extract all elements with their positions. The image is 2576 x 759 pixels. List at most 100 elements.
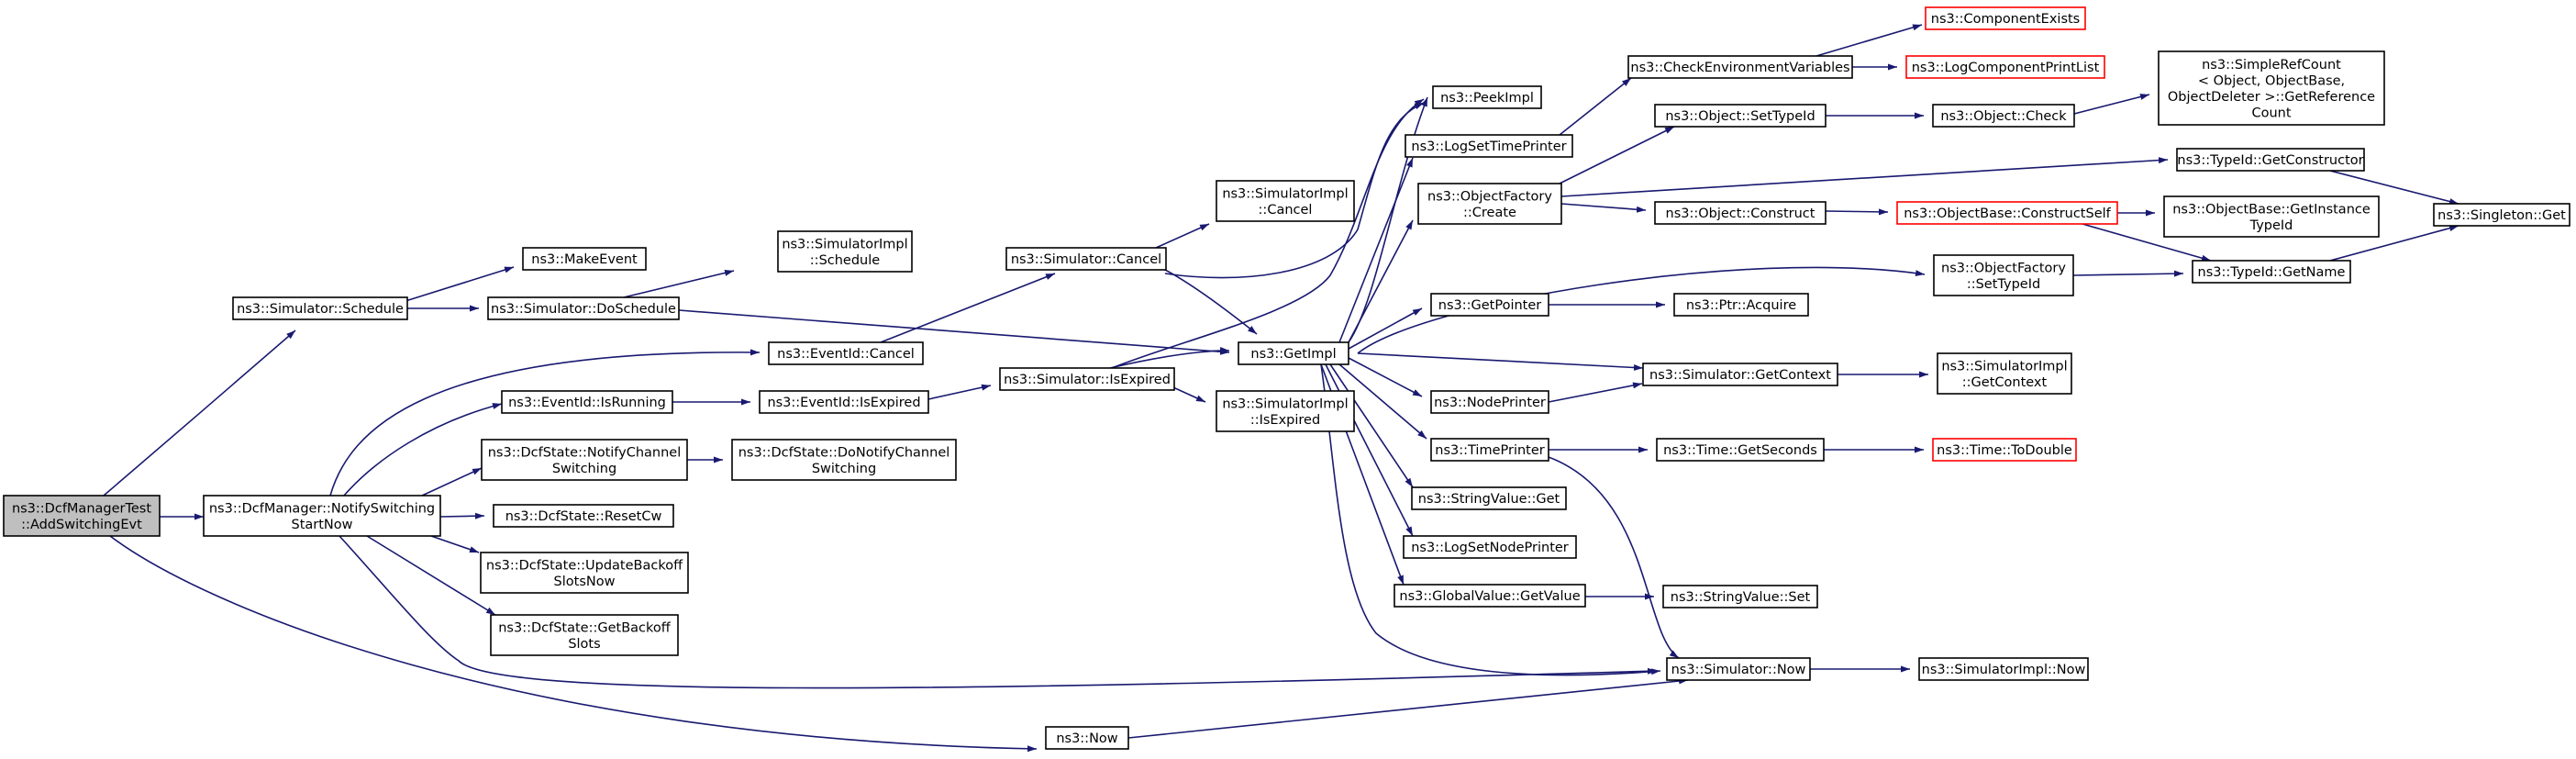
- edge-simisexp-to-getimpl: [1109, 347, 1230, 369]
- edge-notify-to-resetcw: [439, 512, 485, 519]
- edge-objfactsettype-to-typegetname: [2072, 270, 2184, 277]
- node-simisexp[interactable]: ns3::Simulator::IsExpired: [999, 367, 1175, 391]
- node-ptracquire[interactable]: ns3::Ptr::Acquire: [1673, 293, 1809, 317]
- node-globalget[interactable]: ns3::GlobalValue::GetValue: [1393, 584, 1586, 608]
- edge-simcancel-to-simimplcancel: [1155, 223, 1210, 249]
- node-timetodouble[interactable]: ns3::Time::ToDouble: [1932, 438, 2077, 462]
- edge-getimpl-to-getpointer: [1348, 307, 1423, 350]
- node-label: ::Cancel: [1259, 203, 1313, 218]
- node-simimplgetctx[interactable]: ns3::SimulatorImpl::GetContext: [1937, 352, 2072, 395]
- node-compexists[interactable]: ns3::ComponentExists: [1925, 6, 2086, 30]
- node-label: ns3::SimulatorImpl: [1222, 186, 1348, 201]
- node-makeev[interactable]: ns3::MakeEvent: [522, 247, 647, 271]
- edge-dosched-to-simimplsched: [623, 269, 735, 298]
- node-simimplcancel[interactable]: ns3::SimulatorImpl::Cancel: [1216, 180, 1355, 222]
- node-label: Switching: [812, 462, 876, 476]
- edge-simisexp-to-peekimpl: [1111, 98, 1425, 369]
- node-label: ::Create: [1463, 206, 1516, 220]
- node-label: ns3::LogSetTimePrinter: [1411, 140, 1566, 154]
- node-simnow[interactable]: ns3::Simulator::Now: [1666, 657, 1811, 681]
- node-label: ns3::TimePrinter: [1435, 443, 1545, 458]
- edge-nodeprinter-to-simgetctx: [1548, 382, 1643, 403]
- node-resetcw[interactable]: ns3::DcfState::ResetCw: [493, 504, 674, 528]
- node-label: ns3::GlobalValue::GetValue: [1399, 589, 1580, 604]
- edge-notify-to-simnow: [339, 535, 1658, 689]
- edge-dosched-to-getimpl: [678, 309, 1230, 355]
- node-strvalset[interactable]: ns3::StringValue::Set: [1662, 585, 1818, 608]
- node-label: ns3::ObjectBase::GetInstance: [2172, 202, 2371, 217]
- node-simimplnow[interactable]: ns3::SimulatorImpl::Now: [1918, 657, 2089, 681]
- node-singletonget[interactable]: ns3::Singleton::Get: [2433, 203, 2570, 227]
- node-label: ns3::DcfState::DoNotifyChannel: [738, 445, 950, 460]
- node-logsettime[interactable]: ns3::LogSetTimePrinter: [1405, 134, 1573, 158]
- node-simgetctx[interactable]: ns3::Simulator::GetContext: [1642, 363, 1838, 386]
- node-objconstruct[interactable]: ns3::Object::Construct: [1654, 201, 1827, 225]
- node-simplerefcount[interactable]: ns3::SimpleRefCount< Object, ObjectBase,…: [2158, 50, 2385, 126]
- edge-evexp-to-simisexp: [927, 384, 992, 400]
- node-label: ns3::ObjectFactory: [1941, 261, 2066, 275]
- node-nodeprinter[interactable]: ns3::NodePrinter: [1430, 390, 1549, 414]
- node-label: ::IsExpired: [1250, 413, 1320, 428]
- edge-checkenv-to-compexists: [1815, 24, 1923, 57]
- node-label: ns3::LogComponentPrintList: [1912, 61, 2100, 75]
- node-label: ns3::Simulator::Cancel: [1011, 252, 1161, 267]
- node-getimpl[interactable]: ns3::GetImpl: [1238, 341, 1349, 365]
- node-objfactcreate[interactable]: ns3::ObjectFactory::Create: [1417, 183, 1562, 225]
- edge-timeprinter-to-simnow: [1548, 456, 1680, 659]
- node-label: ns3::CheckEnvironmentVariables: [1630, 61, 1849, 75]
- edge-root-to-sched: [103, 329, 296, 497]
- edge-objfactcreate-to-objconstruct: [1560, 203, 1647, 213]
- node-label: ns3::Simulator::GetContext: [1649, 368, 1831, 383]
- node-checkenv[interactable]: ns3::CheckEnvironmentVariables: [1627, 55, 1853, 79]
- edge-getimpl-to-logsettime: [1338, 157, 1414, 343]
- edge-typegetctor-to-singletonget: [2329, 170, 2459, 205]
- node-timeprinter[interactable]: ns3::TimePrinter: [1430, 438, 1549, 462]
- node-label: ::SetTypeId: [1967, 277, 2040, 292]
- node-label: ns3::Ptr::Acquire: [1686, 298, 1796, 313]
- node-strvalget[interactable]: ns3::StringValue::Get: [1411, 486, 1567, 510]
- node-label: ns3::Time::GetSeconds: [1663, 443, 1817, 458]
- node-evrun[interactable]: ns3::EventId::IsRunning: [501, 390, 673, 414]
- edge-getimpl-to-objfactcreate: [1348, 219, 1414, 343]
- edge-objfactcreate-to-objsettype: [1559, 126, 1675, 184]
- node-label: ns3::EventId::IsExpired: [767, 396, 920, 410]
- node-nowfn[interactable]: ns3::Now: [1045, 726, 1129, 750]
- node-simimplisexp[interactable]: ns3::SimulatorImpl::IsExpired: [1216, 390, 1355, 432]
- node-dosched[interactable]: ns3::Simulator::DoSchedule: [487, 296, 680, 320]
- node-label: ns3::ObjectBase::ConstructSelf: [1904, 206, 2111, 221]
- node-getpointer[interactable]: ns3::GetPointer: [1430, 293, 1549, 317]
- edge-getimpl-to-objfactsettype: [1357, 266, 1926, 354]
- node-peekimpl[interactable]: ns3::PeekImpl: [1432, 85, 1542, 109]
- node-objbaseconst[interactable]: ns3::ObjectBase::ConstructSelf: [1896, 201, 2118, 225]
- edge-root-to-nowfn: [109, 535, 1038, 753]
- node-root[interactable]: ns3::DcfManagerTest::AddSwitchingEvt: [3, 495, 161, 537]
- node-simimplsched[interactable]: ns3::SimulatorImpl::Schedule: [777, 230, 913, 273]
- node-label: ns3::EventId::IsRunning: [508, 396, 666, 410]
- node-sched[interactable]: ns3::Simulator::Schedule: [232, 296, 408, 320]
- node-label: ns3::DcfState::UpdateBackoff: [486, 558, 683, 573]
- node-simcancel[interactable]: ns3::Simulator::Cancel: [1005, 247, 1167, 271]
- node-typegetctor[interactable]: ns3::TypeId::GetConstructor: [2176, 148, 2365, 172]
- node-label: TypeId: [2249, 218, 2293, 233]
- edge-objfactcreate-to-typegetctor: [1560, 157, 2169, 197]
- node-logsetnode[interactable]: ns3::LogSetNodePrinter: [1403, 535, 1577, 559]
- edge-notify-to-dcfnotify: [421, 467, 483, 497]
- node-evexp[interactable]: ns3::EventId::IsExpired: [759, 390, 929, 414]
- node-logcompprint[interactable]: ns3::LogComponentPrintList: [1905, 55, 2105, 79]
- node-objcheck[interactable]: ns3::Object::Check: [1932, 104, 2075, 128]
- node-objsettype[interactable]: ns3::Object::SetTypeId: [1654, 104, 1827, 128]
- node-label: ns3::TypeId::GetConstructor: [2177, 153, 2363, 168]
- edge-notify-to-evrun: [343, 403, 503, 497]
- node-evcancel[interactable]: ns3::EventId::Cancel: [768, 341, 924, 365]
- node-timegetsec[interactable]: ns3::Time::GetSeconds: [1656, 438, 1825, 462]
- node-typegetname[interactable]: ns3::TypeId::GetName: [2192, 260, 2351, 284]
- node-objfactsettype[interactable]: ns3::ObjectFactory::SetTypeId: [1933, 254, 2074, 296]
- node-label: ns3::ObjectFactory: [1427, 189, 1552, 204]
- node-label: ns3::ComponentExists: [1931, 12, 2081, 27]
